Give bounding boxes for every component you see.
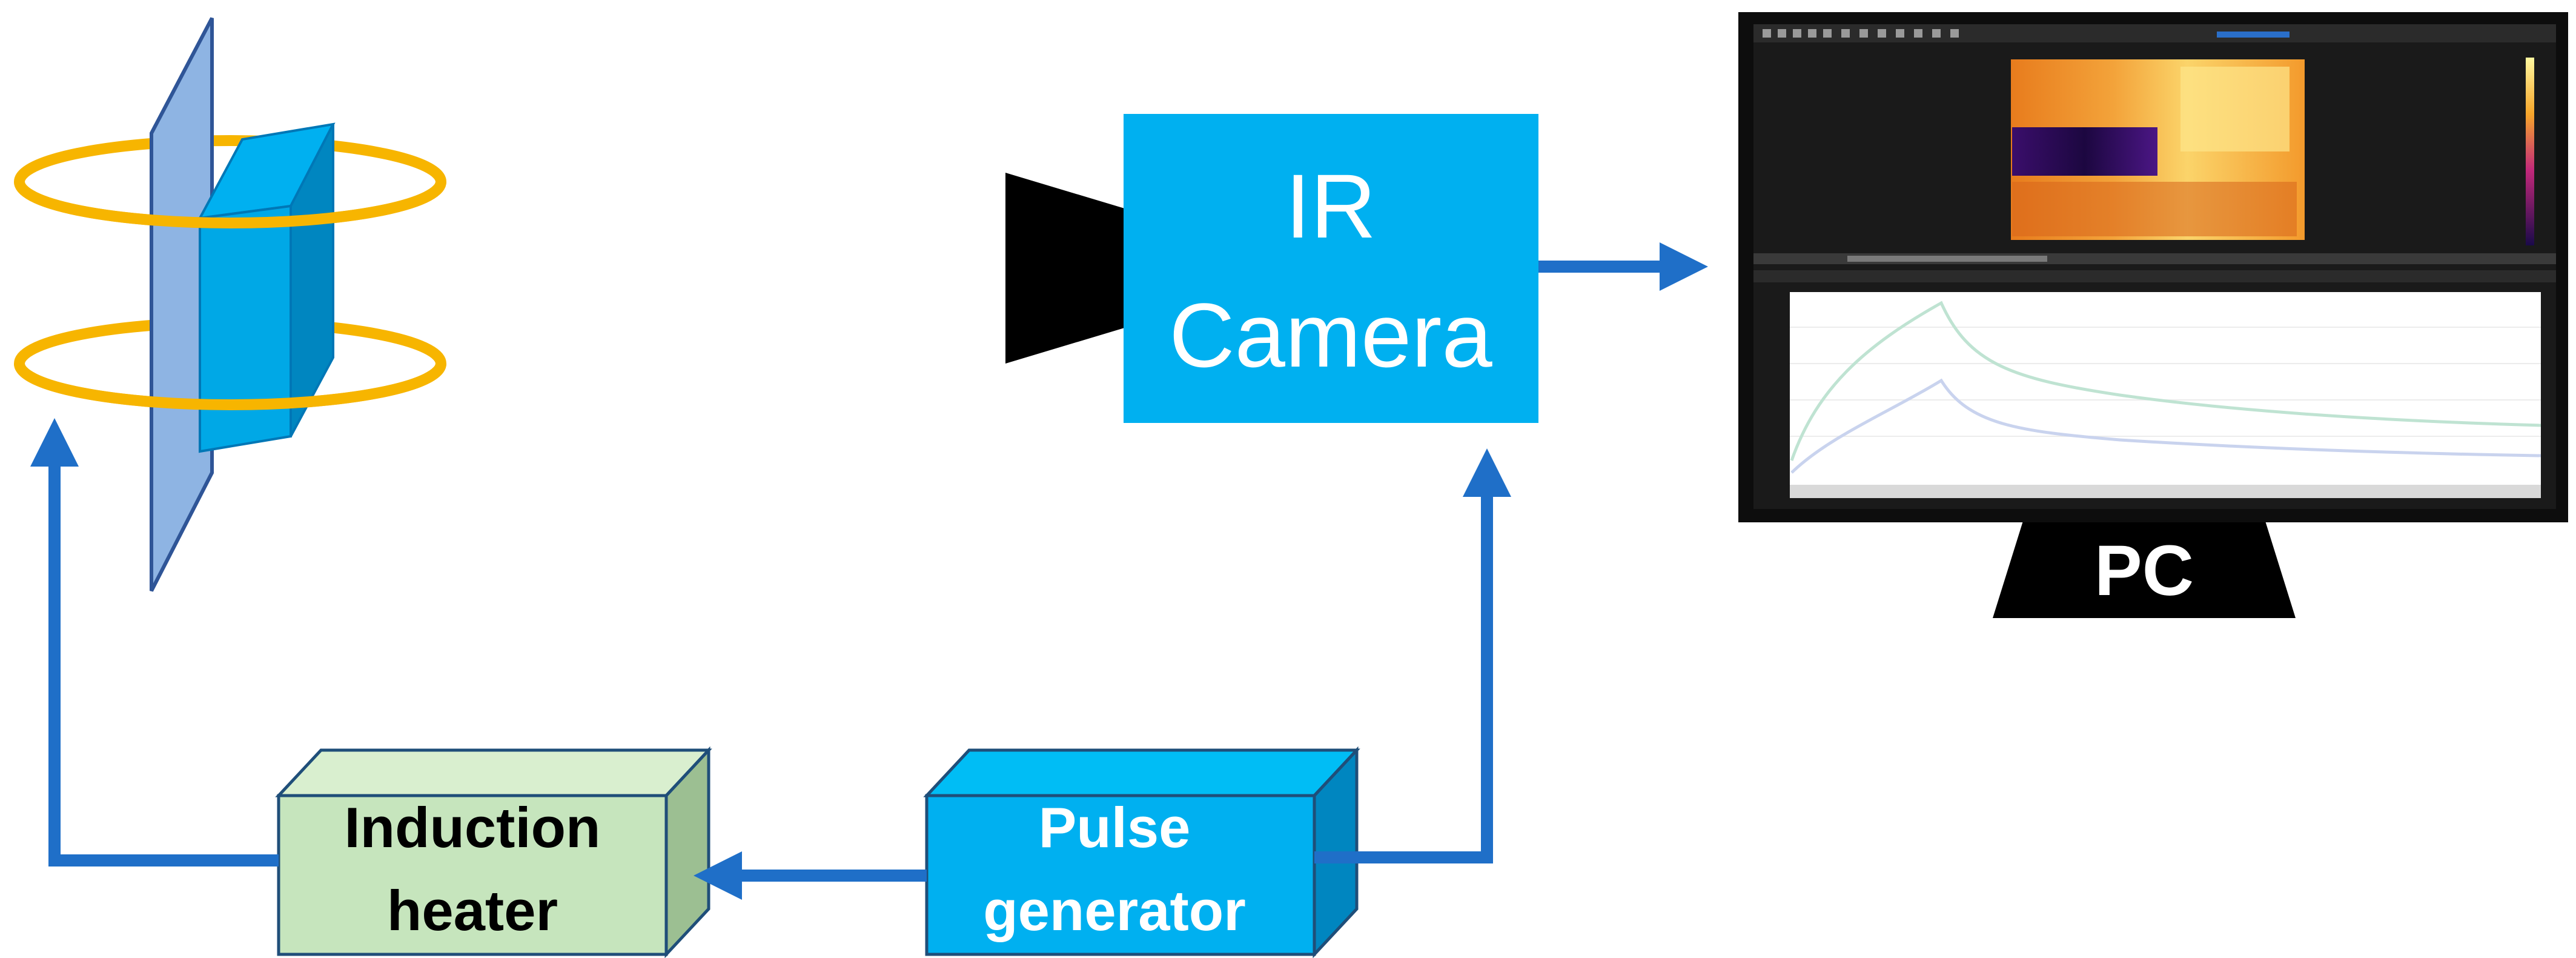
pulse-label-line1: Pulse bbox=[1039, 796, 1191, 859]
ir-camera: IR Camera bbox=[1005, 114, 1538, 423]
pc-label: PC bbox=[2094, 531, 2194, 611]
thermal-image-warm bbox=[2012, 182, 2297, 236]
heater-label-line1: Induction bbox=[345, 796, 601, 859]
plot-xaxis-strip bbox=[1790, 485, 2541, 498]
plot-area bbox=[1790, 292, 2541, 485]
arrow-heater-to-coil bbox=[30, 418, 279, 867]
thermal-image-cold bbox=[2012, 127, 2157, 176]
coil-upper-front bbox=[14, 181, 446, 228]
pulse-front bbox=[925, 794, 1316, 956]
thermal-image-hot bbox=[2180, 67, 2290, 151]
thermal-scale-bar bbox=[2526, 58, 2534, 245]
camera-label-line1: IR bbox=[1285, 155, 1376, 257]
monitor-stand bbox=[1993, 521, 2296, 618]
sample-assembly bbox=[14, 17, 446, 592]
specimen-front bbox=[199, 204, 292, 453]
heater-label-line2: heater bbox=[387, 879, 558, 942]
pc-monitor: PC bbox=[1738, 12, 2568, 618]
software-toolbar bbox=[1753, 24, 2556, 42]
pulse-generator: Pulse generator bbox=[923, 746, 1360, 958]
playback-progress bbox=[1847, 256, 2047, 262]
heater-front bbox=[277, 794, 668, 956]
pulse-label-line2: generator bbox=[983, 879, 1246, 942]
toolbar-icons bbox=[1763, 29, 1959, 38]
camera-lens-icon bbox=[1005, 173, 1127, 364]
coil-lower-front bbox=[14, 363, 446, 410]
connector-arrows bbox=[30, 242, 1708, 900]
software-title-highlight bbox=[2217, 32, 2290, 38]
pulse-top bbox=[923, 748, 1360, 797]
induction-heater: Induction heater bbox=[275, 746, 712, 958]
heater-top bbox=[275, 748, 712, 797]
specimen-right bbox=[290, 124, 334, 437]
arrow-pulse-to-camera bbox=[1314, 448, 1511, 863]
plot-curve-upper bbox=[1790, 301, 2541, 461]
plate-face bbox=[150, 17, 214, 592]
camera-body bbox=[1124, 114, 1538, 423]
plot-curve-lower bbox=[1790, 378, 2541, 474]
plot-gridlines bbox=[1790, 327, 2541, 437]
camera-label-line2: Camera bbox=[1169, 284, 1492, 386]
plot-toolbar bbox=[1753, 270, 2556, 282]
